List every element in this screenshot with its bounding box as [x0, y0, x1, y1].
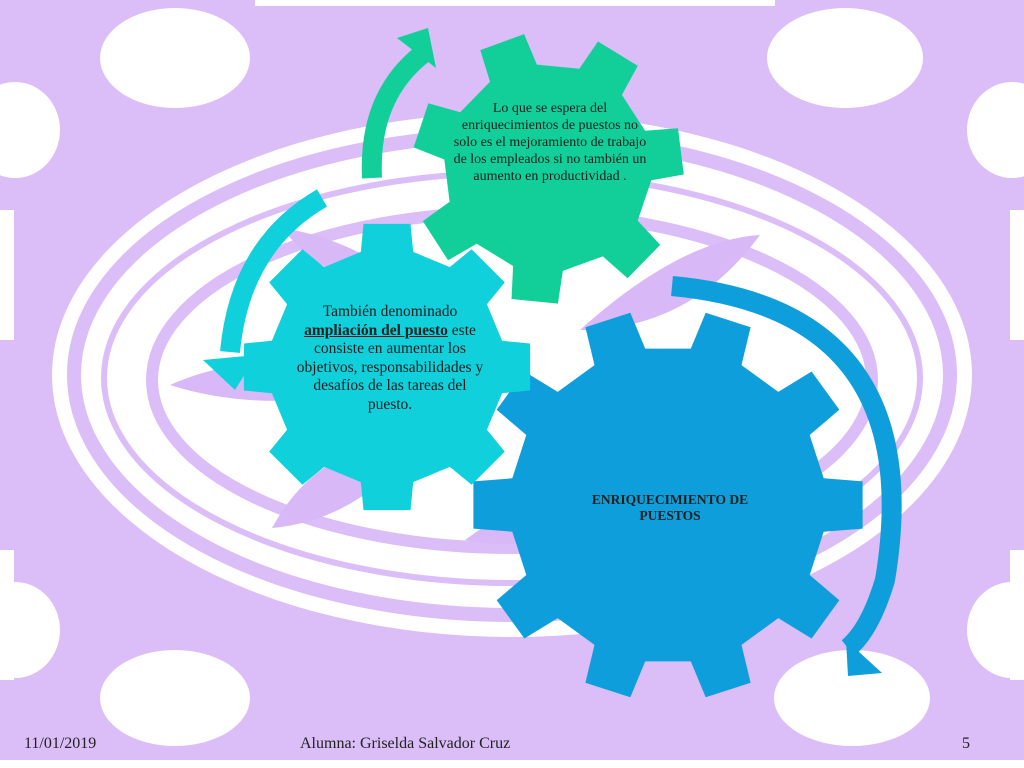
side-oval-left-bottom: [0, 582, 60, 678]
arrows: [203, 28, 902, 676]
arrow-green-head-icon: [397, 28, 436, 68]
top-band: [255, 0, 775, 6]
gear-blue-icon: [473, 312, 863, 698]
gear-cyan-text-after: este consiste en aumentar los objetivos,…: [296, 321, 484, 413]
footer-date: 11/01/2019: [24, 735, 97, 752]
footer-author: Alumna: Griselda Salvador Cruz: [300, 735, 511, 752]
gear-green-text: Lo que se espera del enriquecimientos de…: [453, 101, 647, 184]
corner-oval-tl: [100, 8, 250, 108]
arrow-blue-head-icon: [846, 640, 882, 676]
gear-cyan-text-emphasis: ampliación del puesto: [304, 321, 448, 339]
right-strip-top: [1010, 210, 1024, 340]
corner-oval-tr: [767, 8, 923, 108]
gear-blue-text: ENRIQUECIMIENTO DE PUESTOS: [591, 492, 749, 523]
footer-page-number: 5: [962, 735, 970, 752]
corner-oval-br: [774, 650, 930, 746]
corner-oval-bl: [100, 650, 250, 746]
gears: [243, 34, 863, 698]
gear-green-icon: [413, 34, 684, 304]
left-strip-top: [0, 210, 14, 340]
arrow-cyan-shaft: [220, 189, 328, 353]
gear-cyan-text: También denominado ampliación del puesto…: [290, 303, 490, 414]
gear-cyan-icon: [243, 223, 531, 511]
side-oval-right-bottom: [967, 582, 1024, 678]
arrow-green-shaft: [361, 44, 432, 179]
bottom-band: [0, 760, 1024, 768]
gear-cyan-text-before: También denominado: [322, 303, 458, 320]
arrow-blue-shaft: [671, 276, 902, 656]
side-oval-right-top: [967, 82, 1024, 178]
petal-right-upper: [580, 235, 760, 330]
side-oval-left-top: [0, 82, 60, 178]
arrow-cyan-head-icon: [203, 355, 257, 390]
